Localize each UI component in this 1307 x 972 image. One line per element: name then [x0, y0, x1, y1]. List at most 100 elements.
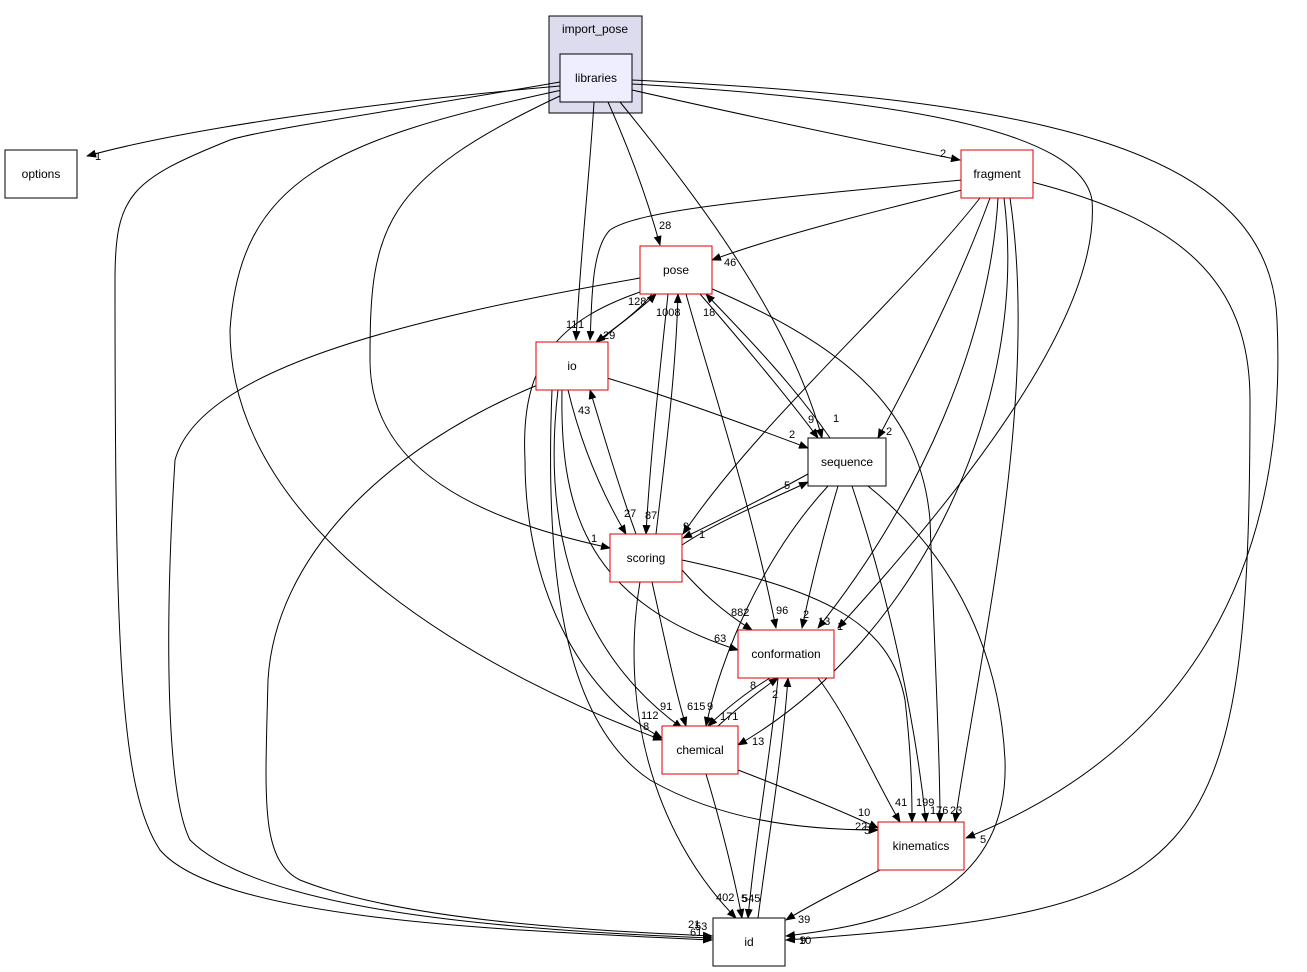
edge-label-lib-pose: 28	[659, 220, 671, 232]
edge-sequence-conformation	[799, 485, 839, 629]
edge-label-conf-id: 545	[742, 893, 760, 905]
edge-pose-id	[168, 277, 713, 942]
edge-frag-conformation	[817, 197, 999, 629]
edge-label-io-sequence: 2	[789, 429, 795, 441]
node-libraries[interactable]: libraries	[559, 53, 633, 103]
edge-frag-sequence	[877, 197, 991, 439]
edge-conf-id	[744, 677, 779, 919]
edge-label-scoring-conformation: 882	[731, 607, 749, 619]
node-label-sequence: sequence	[821, 455, 873, 469]
edge-lib-pose	[607, 101, 662, 246]
edge-io-sequence	[606, 377, 809, 449]
node-io[interactable]: io	[535, 341, 609, 391]
node-sequence[interactable]: sequence	[807, 437, 887, 487]
edge-label-lib-io: 11	[566, 319, 577, 331]
edge-label-lib-id: 21	[688, 919, 700, 931]
edge-label-scoring-id: 402	[716, 892, 734, 904]
edge-lib-scoring	[369, 94, 611, 551]
edge-label-frag-conformation: 13	[818, 616, 830, 628]
node-label-id: id	[744, 935, 753, 949]
node-fragment[interactable]: fragment	[960, 149, 1034, 199]
node-label-io: io	[567, 359, 577, 373]
node-pose[interactable]: pose	[639, 245, 713, 295]
edge-label-io-chemical: 91	[660, 701, 672, 713]
edge-scoring-io	[588, 389, 637, 535]
edge-label-lib-kinematics: 5	[980, 834, 986, 846]
edge-frag-scoring	[682, 197, 981, 535]
edge-chem-kinematics	[737, 769, 879, 829]
edge-sequence-id	[785, 485, 1006, 939]
edge-label-frag-io: 1	[578, 319, 584, 331]
edge-label-chem-id: 5	[741, 893, 747, 905]
edge-label-sequence-kinematics: 199	[916, 797, 934, 809]
edge-frag-pose	[711, 189, 963, 261]
node-label-kinematics: kinematics	[893, 839, 950, 853]
edge-label-conf-kinematics: 10	[858, 807, 870, 819]
edge-kin-id	[785, 869, 881, 921]
node-kinematics[interactable]: kinematics	[877, 821, 965, 871]
edge-label-chem-kinematics: 5	[864, 825, 870, 837]
edge-frag-io	[586, 179, 963, 341]
node-label-options: options	[22, 167, 61, 181]
edge-label-sequence-scoring: 1	[699, 529, 705, 541]
edge-sequence-chemical	[703, 485, 829, 727]
edge-label-frag-sequence: 2	[886, 426, 892, 438]
node-label-libraries: libraries	[575, 71, 617, 85]
edge-label-id-conformation: 2	[772, 689, 778, 701]
edge-label-lib-conformation: 1	[837, 621, 843, 633]
edge-label-frag-kinematics: 23	[950, 805, 962, 817]
edge-label-scoring-io: 43	[578, 405, 590, 417]
edge-lib-chemical	[229, 89, 663, 741]
edge-pose-conformation	[685, 293, 779, 629]
edge-label-lib-chemical: 8	[643, 721, 649, 733]
edge-chem-id	[705, 773, 745, 919]
node-chemical[interactable]: chemical	[661, 725, 739, 775]
edge-label-sequence-conformation: 2	[803, 609, 809, 621]
node-label-pose: pose	[663, 263, 689, 277]
edge-io-kinematics	[550, 389, 879, 834]
edge-label-lib-scoring: 1	[591, 533, 597, 545]
edge-scoring-id	[633, 581, 737, 919]
node-options[interactable]: options	[4, 149, 78, 199]
edge-io-chemical	[553, 389, 683, 729]
edge-scoring-pose	[655, 293, 682, 535]
edge-label-sequence-id: 10	[799, 935, 811, 947]
edge-lib-sequence	[619, 101, 824, 439]
edge-label-scoring-chemical: 615	[687, 701, 705, 713]
node-scoring[interactable]: scoring	[609, 533, 683, 583]
edge-io-pose	[597, 293, 657, 343]
edge-label-chem-conformation: 8	[750, 680, 756, 692]
edge-label-pose-conformation: 96	[776, 605, 788, 617]
edge-frag-chemical	[737, 197, 1009, 746]
edge-chem-conformation	[717, 677, 779, 727]
edge-label-sequence-chemical: 9	[707, 701, 713, 713]
edge-io-conformation	[561, 389, 739, 652]
cluster-label: import_pose	[562, 22, 628, 36]
node-conformation[interactable]: conformation	[737, 629, 835, 679]
edge-pose-scoring	[642, 293, 669, 535]
edge-label-frag-pose: 46	[724, 257, 736, 269]
edge-sequence-scoring	[682, 473, 809, 539]
edge-label-pose-chemical: 112	[641, 710, 659, 722]
node-id[interactable]: id	[712, 917, 786, 967]
edge-label-io-conformation: 63	[714, 633, 726, 645]
edge-scoring-kinematics	[681, 559, 916, 823]
edge-label-lib-sequence: 1	[833, 413, 839, 425]
edge-label-io-scoring: 27	[624, 508, 636, 520]
edge-label-pose-scoring: 87	[645, 510, 657, 522]
edge-conf-chemical	[707, 677, 771, 727]
edge-label-pose-io: 29	[603, 330, 615, 342]
edge-pose-chemical	[524, 291, 663, 739]
edge-label-scoring-sequence: 5	[784, 480, 790, 492]
edge-lib-options	[86, 85, 561, 158]
edge-label-pose-id: 61	[690, 927, 702, 939]
edge-label-pose-kinematics: 176	[930, 805, 948, 817]
edge-label-lib-fragment: 2	[940, 148, 946, 160]
edge-label-io-kinematics: 22	[855, 821, 867, 833]
edge-label-pose-sequence: 9	[808, 414, 814, 426]
edge-scoring-chemical	[651, 581, 688, 727]
edge-lib-fragment	[631, 89, 961, 163]
edge-label-frag-id: 9	[800, 935, 806, 947]
edge-label-sequence-pose: 18	[703, 307, 715, 319]
edge-frag-kinematics	[952, 197, 1019, 823]
